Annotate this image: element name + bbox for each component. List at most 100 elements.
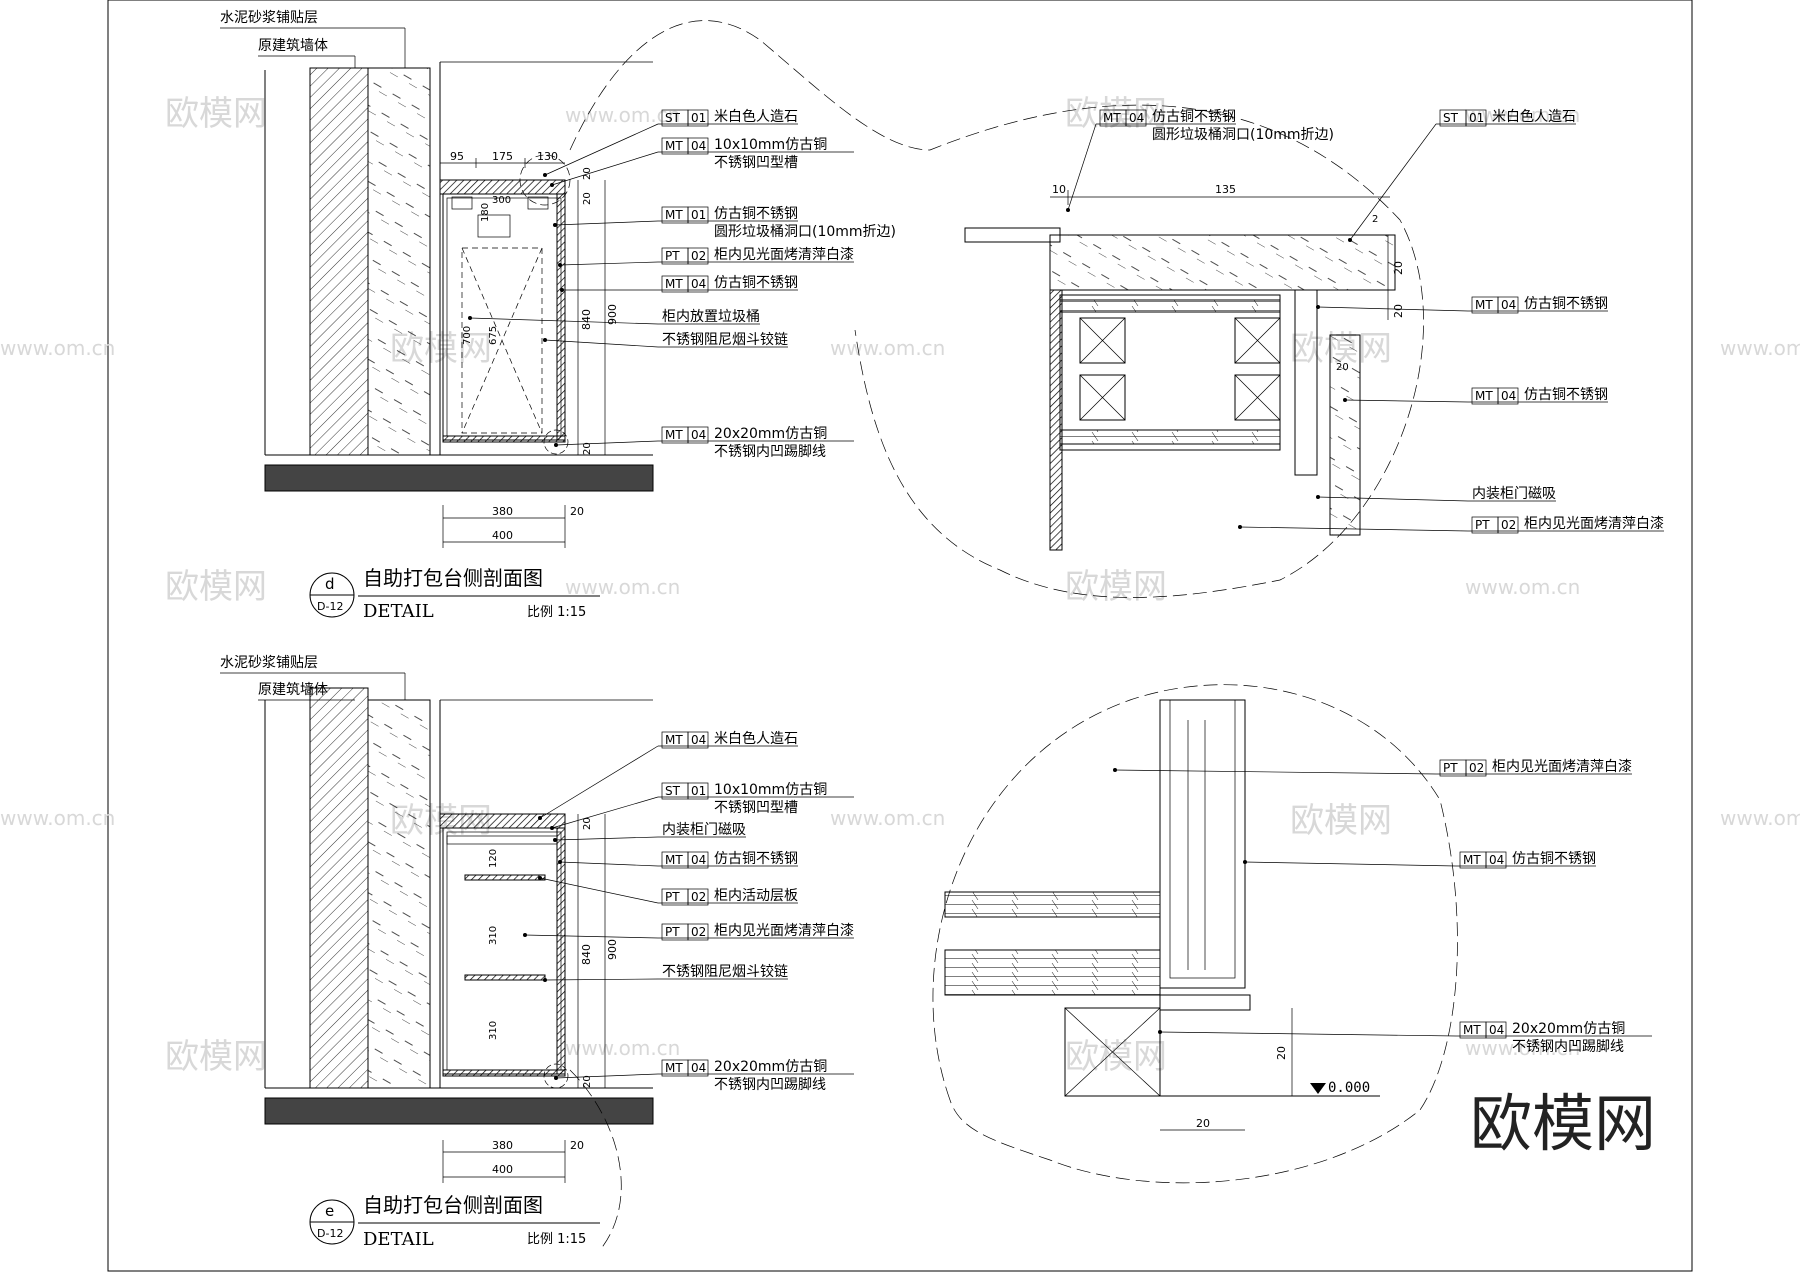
mortar-layer-label: 水泥砂浆铺贴层 (220, 655, 318, 671)
svg-text:840: 840 (580, 309, 593, 330)
callout-text-line2: 不锈钢内凹踢脚线 (714, 1077, 826, 1093)
svg-text:400: 400 (492, 1163, 513, 1176)
callout-code: MT (1475, 298, 1493, 312)
callout-number: 01 (1469, 111, 1484, 125)
callout-code: ST (1443, 111, 1459, 125)
callout-code: MT (1463, 1023, 1481, 1037)
callout-text: 20x20mm仿古铜 (714, 426, 827, 442)
callout-text: 10x10mm仿古铜 (714, 782, 827, 798)
svg-text:900: 900 (606, 304, 619, 325)
callout-text-line2: 不锈钢凹型槽 (714, 155, 798, 171)
cabinet-door (1159, 699, 1246, 989)
callout-code: ST (665, 784, 681, 798)
watermark-site: www.om.cn (1465, 1036, 1580, 1060)
callout-number: 04 (1501, 298, 1516, 312)
enlarged-detail-bottom: 20 20 0.000 欧模网 (569, 684, 1656, 1251)
mortar-layer (367, 67, 431, 456)
callout-text: 仿古铜不锈钢 (714, 206, 798, 222)
watermark-brand: 欧模网 (165, 567, 267, 607)
detail-scale: 比例 1:15 (527, 605, 586, 620)
mortar-layer (367, 699, 431, 1089)
cabinet-body (442, 827, 566, 1075)
mortar-layer-label: 水泥砂浆铺贴层 (220, 10, 318, 26)
callout-text: 仿古铜不锈钢 (1152, 109, 1236, 125)
svg-text:135: 135 (1215, 183, 1236, 196)
svg-text:95: 95 (450, 150, 464, 163)
svg-text:310: 310 (488, 926, 499, 945)
svg-text:10: 10 (1052, 183, 1066, 196)
watermark-site: www.om.cn (565, 575, 680, 599)
callout: 内装柜门磁吸 (553, 822, 746, 842)
counter-top (439, 813, 566, 829)
callout-number: 01 (691, 784, 706, 798)
callout-text: 仿古铜不锈钢 (714, 275, 798, 291)
callout-code: MT (665, 733, 683, 747)
svg-text:840: 840 (580, 944, 593, 965)
svg-text:20: 20 (570, 505, 584, 518)
watermark-brand: 欧模网 (165, 94, 267, 134)
callout-code: PT (665, 249, 680, 263)
watermark-brand: 欧模网 (1065, 94, 1167, 134)
callout-number: 02 (691, 925, 706, 939)
original-wall (309, 687, 369, 1089)
enlarged-detail-top: 10 135 20 20 20 2 (569, 20, 1424, 598)
watermark-site: www.om.cn (1720, 336, 1800, 360)
callout-code: MT (665, 853, 683, 867)
callout-number: 04 (691, 139, 706, 153)
callout-text: 柜内见光面烤清萍白漆 (1524, 516, 1664, 532)
callout-text: 米白色人造石 (714, 108, 798, 125)
callout-number: 04 (1489, 1023, 1504, 1037)
svg-text:400: 400 (492, 529, 513, 542)
svg-text:20: 20 (1275, 1046, 1288, 1060)
watermark-logo: 欧模网 (1470, 1087, 1656, 1160)
callout-number: 04 (1129, 111, 1144, 125)
watermark-site: www.om.cn (565, 103, 680, 127)
svg-text:700: 700 (462, 326, 473, 345)
callout-text: 20x20mm仿古铜 (714, 1059, 827, 1075)
watermark-brand: 欧模网 (1065, 1037, 1167, 1077)
stone-top (1049, 234, 1396, 291)
svg-text:2: 2 (1372, 214, 1378, 225)
counter-top (439, 179, 566, 195)
callout-text-line2: 不锈钢内凹踢脚线 (1512, 1039, 1624, 1055)
callout-number: 02 (691, 249, 706, 263)
callout-text: 柜内放置垃圾桶 (662, 309, 760, 325)
svg-text:180: 180 (480, 203, 491, 222)
svg-text:20: 20 (1196, 1117, 1210, 1130)
callout-code: PT (665, 925, 680, 939)
adjustable-shelf (464, 974, 546, 981)
detail-d-title-block: d D-12 自助打包台侧剖面图 DETAIL 比例 1:15 (309, 566, 600, 622)
callout-code: MT (665, 428, 683, 442)
callout-code: MT (1103, 111, 1121, 125)
callout-number: 04 (1501, 389, 1516, 403)
svg-text:20: 20 (582, 442, 593, 455)
svg-text:380: 380 (492, 505, 513, 518)
callout-text: 仿古铜不锈钢 (1524, 387, 1608, 403)
detail-d-section: 95 175 130 300 180 700 675 840 900 20 20… (220, 10, 654, 548)
callout-number: 01 (691, 208, 706, 222)
callout-text: 米白色人造石 (714, 730, 798, 747)
callout-text: 仿古铜不锈钢 (1512, 851, 1596, 867)
level-value: 0.000 (1328, 1080, 1370, 1096)
callout-number: 04 (691, 428, 706, 442)
callout: PT 02 柜内见光面烤清萍白漆 (558, 247, 854, 267)
wall-label: 原建筑墙体 (258, 682, 328, 698)
detail-subtitle: DETAIL (363, 1229, 434, 1250)
original-wall (309, 67, 369, 456)
cabinet-body (442, 193, 566, 441)
callout-text: 柜内见光面烤清萍白漆 (714, 247, 854, 263)
watermark-brand: 欧模网 (165, 1037, 267, 1077)
